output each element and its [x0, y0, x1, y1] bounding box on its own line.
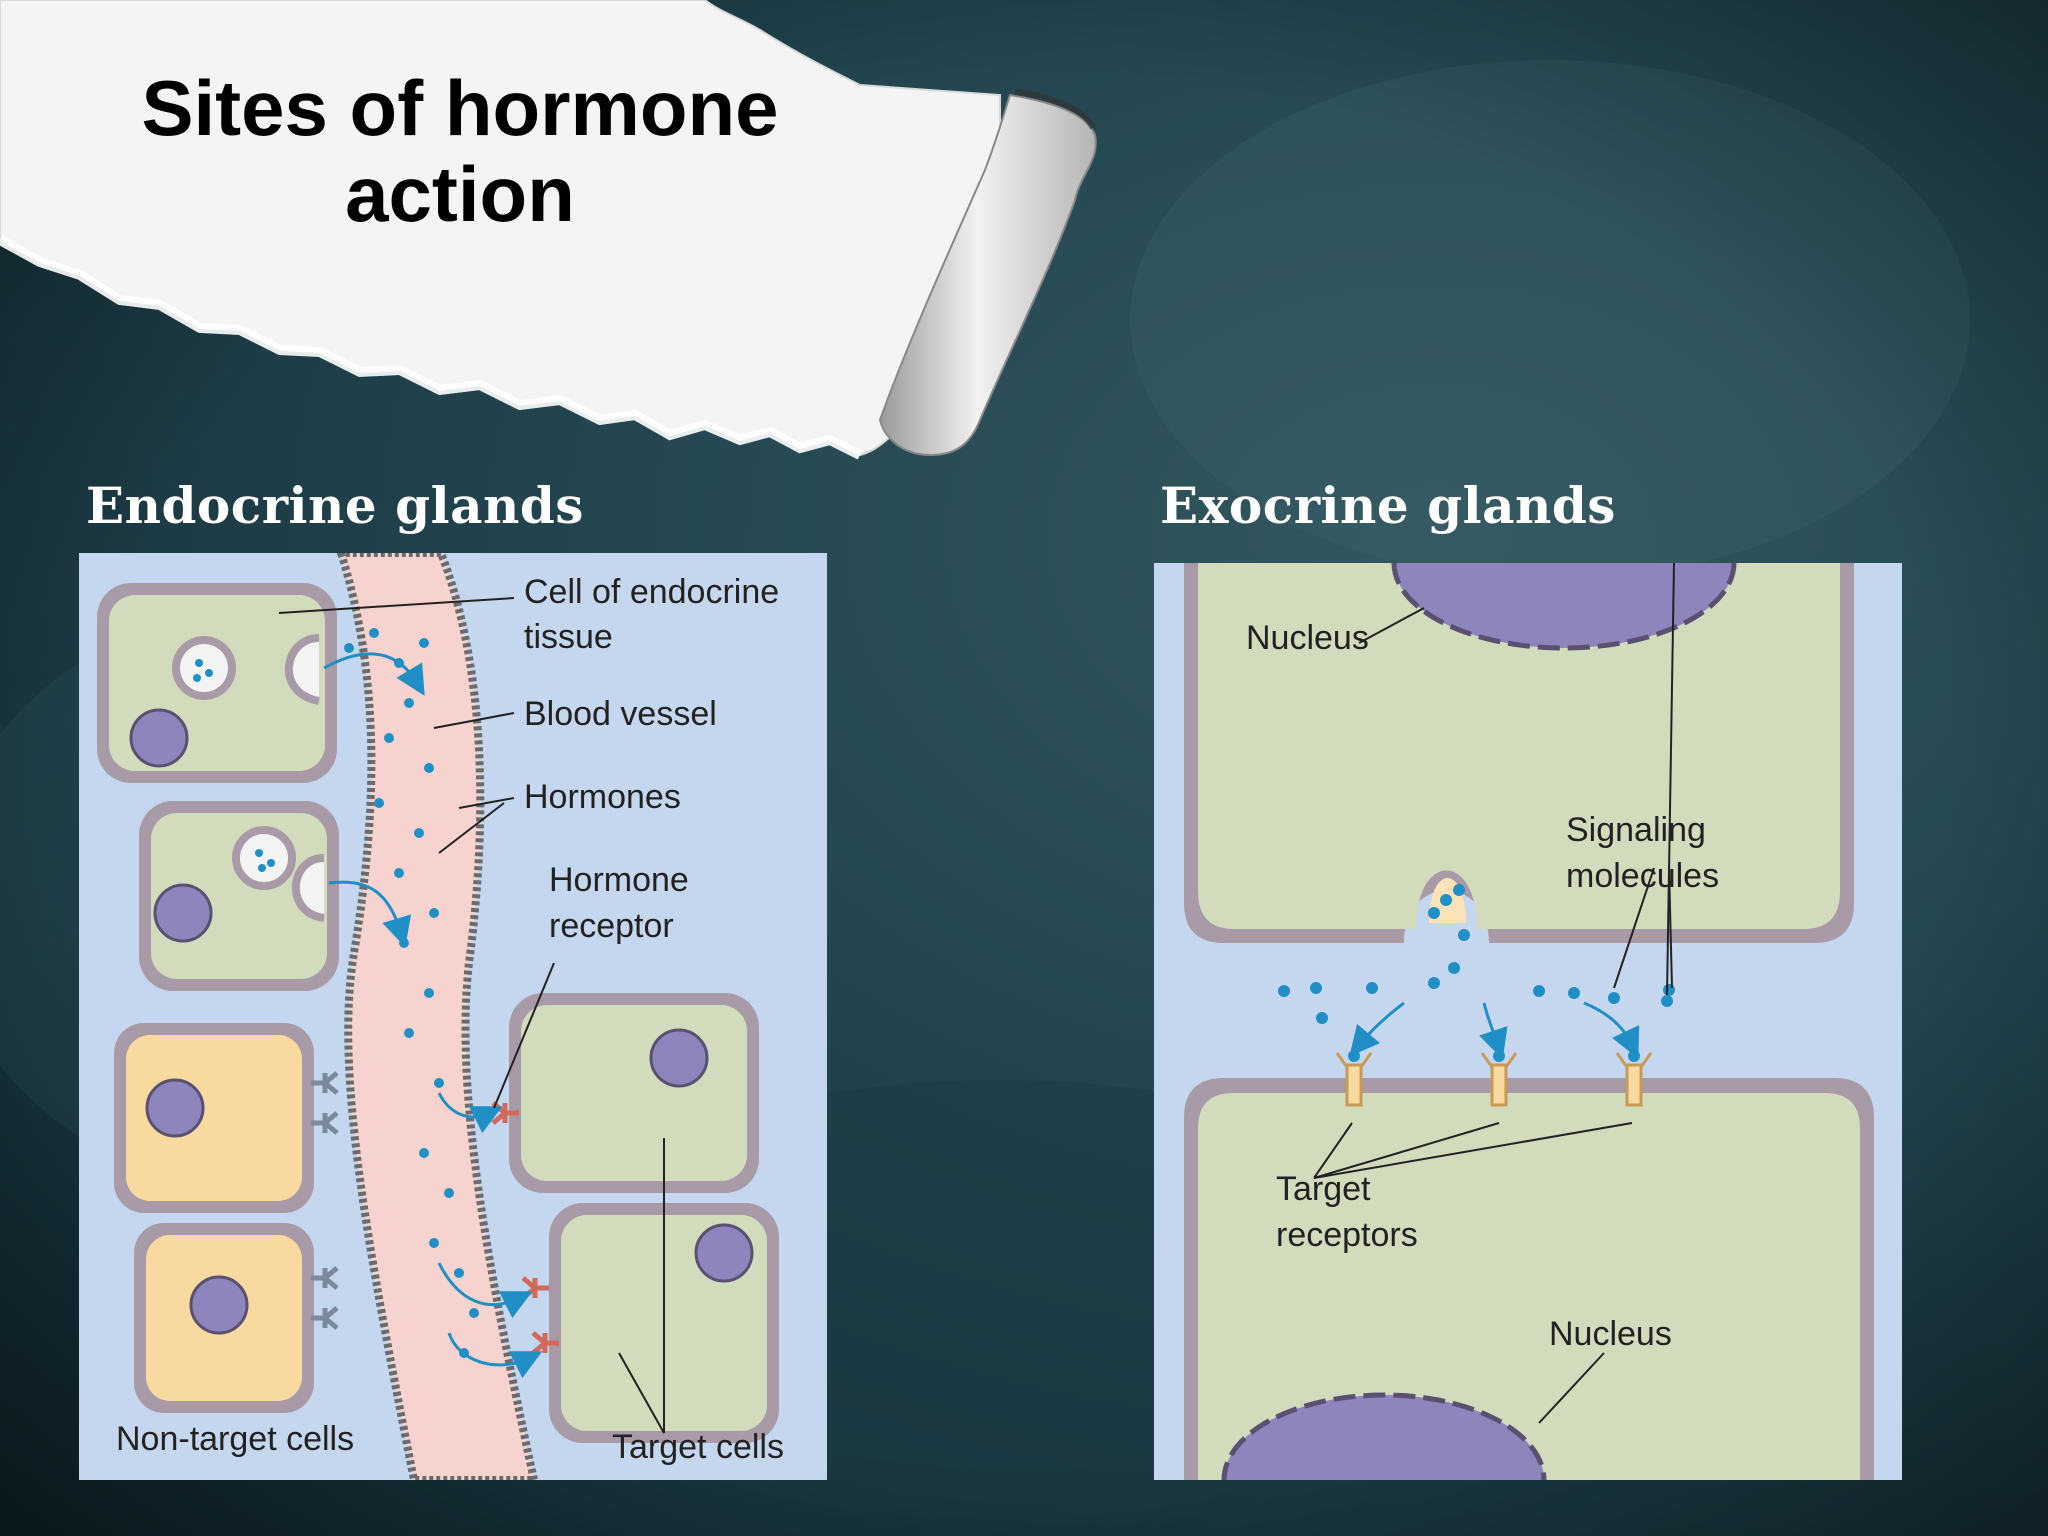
- exocrine-diagram: Nucleus Signaling molecules Target recep…: [1154, 563, 1902, 1480]
- non-target-cell-2: [134, 1223, 314, 1413]
- endocrine-cell-1: [97, 583, 337, 783]
- endocrine-heading: Endocrine glands: [86, 476, 584, 535]
- label-signaling: Signaling: [1566, 811, 1706, 849]
- endocrine-diagram: Cell of endocrine tissue Blood vessel Ho…: [79, 553, 827, 1480]
- label-target: Target: [1276, 1170, 1371, 1208]
- torn-paper-banner: [0, 0, 1097, 460]
- target-cell-1: [509, 993, 759, 1193]
- target-receptors: [1335, 1052, 1653, 1107]
- label-nucleus-top: Nucleus: [1246, 619, 1369, 657]
- slide-title: Sites of hormone action: [141, 64, 779, 238]
- label-target-cells: Target cells: [612, 1428, 784, 1466]
- label-tissue: tissue: [524, 618, 613, 656]
- label-hormones: Hormones: [524, 778, 681, 816]
- nucleus: [145, 1078, 205, 1138]
- label-hormone: Hormone: [549, 861, 689, 899]
- label-receptors: receptors: [1276, 1216, 1418, 1254]
- non-target-cell-1: [114, 1023, 314, 1213]
- label-non-target-cells: Non-target cells: [116, 1420, 354, 1458]
- nucleus-top: [1391, 563, 1737, 651]
- secretory-vesicle: [232, 826, 296, 890]
- nucleus: [129, 708, 189, 768]
- secreting-cell: [1184, 563, 1854, 943]
- nucleus-bottom: [1221, 1392, 1547, 1480]
- nucleus: [153, 883, 213, 943]
- exocrine-heading: Exocrine glands: [1160, 476, 1616, 535]
- endocrine-cell-2: [139, 801, 339, 991]
- secretion-arrows: [323, 652, 543, 1379]
- label-cell-of-endocrine: Cell of endocrine: [524, 573, 779, 611]
- non-target-receptors: [311, 1071, 339, 1330]
- nucleus: [694, 1223, 754, 1283]
- blood-vessel: [336, 553, 539, 1480]
- label-blood-vessel: Blood vessel: [524, 695, 717, 733]
- label-receptor: receptor: [549, 907, 674, 945]
- label-nucleus-bottom: Nucleus: [1549, 1315, 1672, 1353]
- secretory-vesicle: [172, 636, 236, 700]
- hormone-receptors: [491, 1101, 559, 1355]
- label-molecules: molecules: [1566, 857, 1719, 895]
- target-cell: [1184, 1078, 1874, 1480]
- signal-arrows: [1349, 1001, 1640, 1060]
- nucleus: [649, 1028, 709, 1088]
- nucleus: [189, 1275, 249, 1335]
